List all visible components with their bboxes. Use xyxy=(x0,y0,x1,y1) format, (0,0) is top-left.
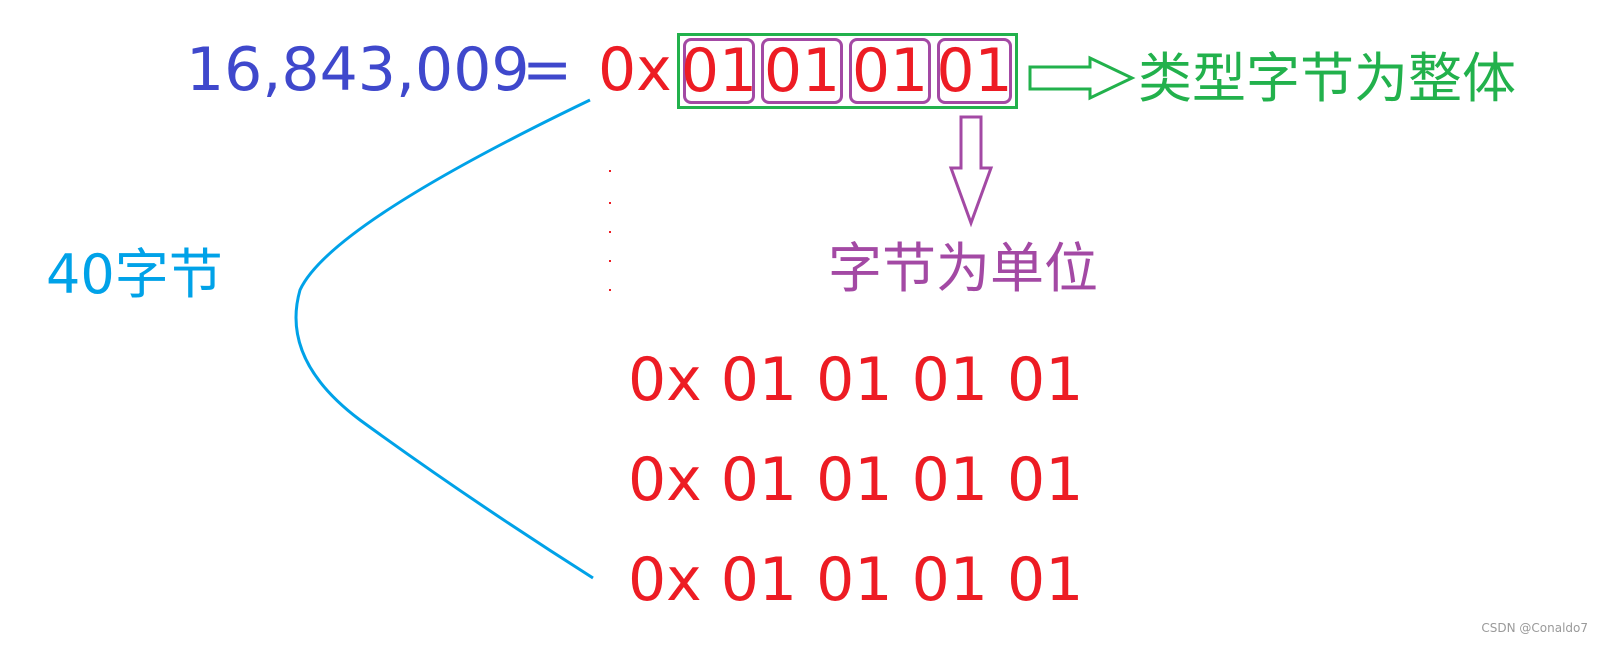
right-arrow xyxy=(1028,55,1136,101)
type-whole-label: 类型字节为整体 xyxy=(1138,47,1516,110)
down-arrow xyxy=(948,115,994,228)
hex-prefix: 0x xyxy=(598,35,672,105)
decimal-value: 16,843,009 xyxy=(186,35,530,105)
watermark: CSDN @Conaldo7 xyxy=(1481,621,1588,635)
continuation-dot xyxy=(609,202,611,204)
continuation-dot xyxy=(609,170,611,172)
byte-box: 01 xyxy=(680,36,758,106)
hex-row: 0x 01 01 01 01 xyxy=(628,345,1084,415)
type-group-box xyxy=(677,33,1018,109)
byte-box: 01 xyxy=(936,36,1013,106)
equals-sign: = xyxy=(522,35,573,105)
continuation-dot xyxy=(609,289,611,291)
byte-box: 01 xyxy=(849,36,931,106)
bracket-curve xyxy=(294,98,594,580)
continuation-dot xyxy=(609,260,611,262)
size-label: 40字节 xyxy=(46,243,223,306)
byte-box: 01 xyxy=(761,36,843,106)
continuation-dot xyxy=(609,231,611,233)
hex-row: 0x 01 01 01 01 xyxy=(628,545,1084,615)
byte-unit-label: 字节为单位 xyxy=(828,237,1098,300)
hex-row: 0x 01 01 01 01 xyxy=(628,445,1084,515)
